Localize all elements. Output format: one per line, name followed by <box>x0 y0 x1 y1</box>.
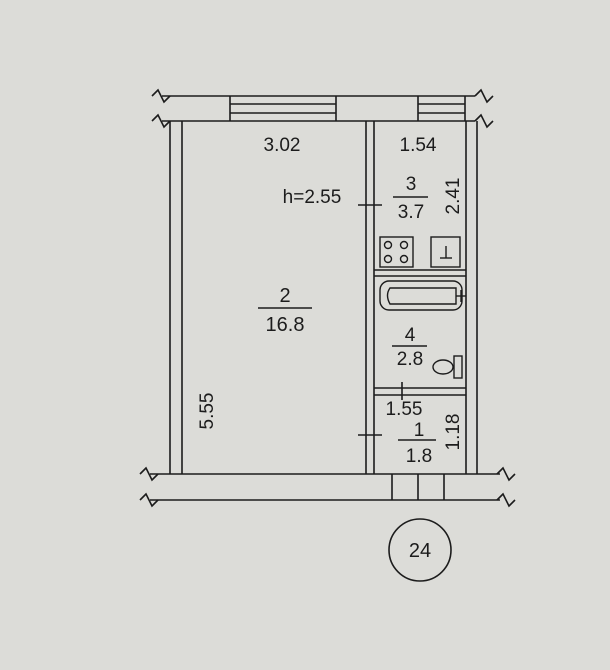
room3-area: 3.7 <box>398 202 424 223</box>
room4-number: 4 <box>405 325 416 346</box>
bathtub-icon <box>379 280 466 311</box>
room2-number: 2 <box>279 285 290 307</box>
toilet-icon <box>432 355 463 379</box>
ceiling-height-label: h=2.55 <box>283 187 342 208</box>
apartment-number-circle <box>388 518 452 582</box>
kitchen-width-label: 1.54 <box>400 135 437 156</box>
stove-icon <box>379 236 414 268</box>
room1-area: 1.8 <box>406 446 432 467</box>
sink-icon <box>430 236 461 268</box>
room4-area: 2.8 <box>397 349 423 370</box>
room1-number: 1 <box>414 420 425 441</box>
room3-number: 3 <box>406 174 417 195</box>
walls <box>139 88 516 508</box>
room2-width-label: 3.02 <box>264 135 301 156</box>
hall-width-label: 1.55 <box>386 399 423 420</box>
room2-length-label: 5.55 <box>197 393 218 430</box>
apartment-number: 24 <box>409 540 431 562</box>
hall-length-label: 1.18 <box>443 414 464 451</box>
kitchen-length-label: 2.41 <box>443 178 464 215</box>
room2-area: 16.8 <box>266 314 305 336</box>
fraction-lines <box>258 196 436 441</box>
